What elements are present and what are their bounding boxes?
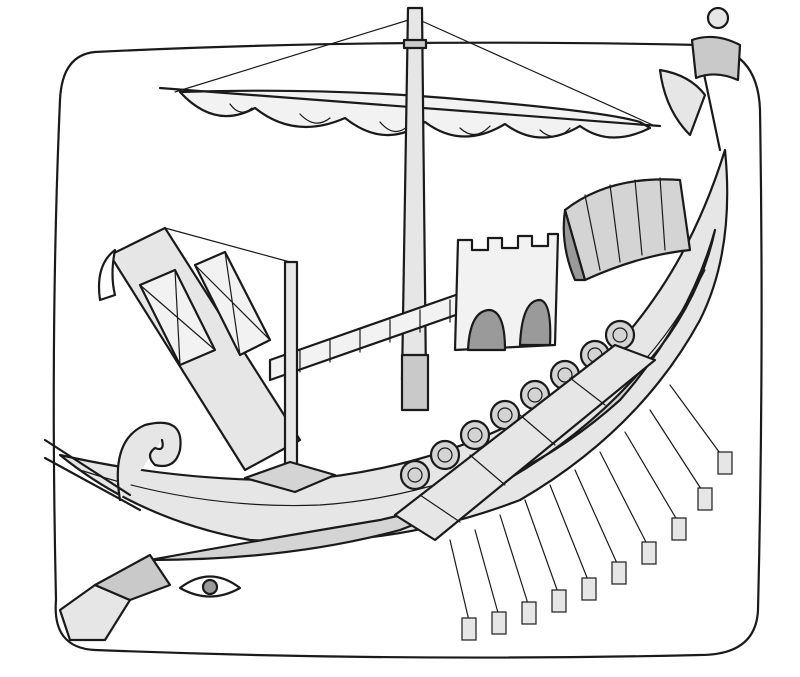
- bow-spars: [43, 438, 142, 512]
- stern-ornament: [658, 6, 742, 152]
- bow-eye: [178, 575, 242, 598]
- cabin-canopy: [562, 177, 692, 282]
- boarding-bridge: [97, 226, 302, 472]
- fore-mast: [243, 260, 337, 494]
- bow-scroll: [116, 421, 182, 502]
- frame-border: [52, 41, 763, 659]
- oar-box: [393, 343, 657, 542]
- main-mast: [400, 6, 430, 412]
- deck-railing: [268, 288, 472, 382]
- bow-ram: [58, 553, 172, 642]
- oar-bank: [449, 384, 733, 641]
- deck-tower: [453, 232, 560, 352]
